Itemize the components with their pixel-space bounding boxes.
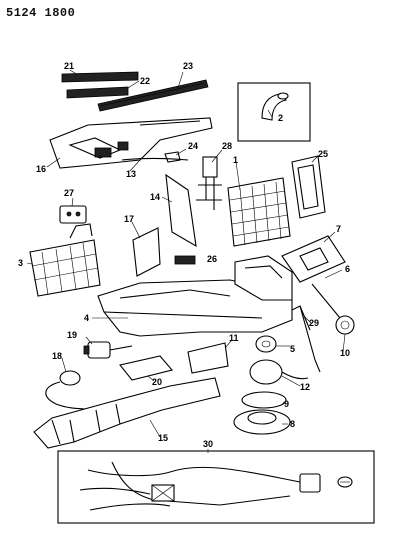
seal-strip-23: [97, 79, 209, 112]
seal-frame-25: [291, 155, 326, 219]
clip-24: [164, 151, 181, 163]
housing-cover-16: [49, 117, 213, 169]
evaporator-core-1: [227, 177, 291, 247]
callout-17: 17: [124, 214, 135, 224]
callout-4: 4: [84, 313, 90, 323]
callout-8: 8: [290, 419, 296, 429]
detail-inset-2: [237, 82, 311, 142]
bracket-29: [291, 305, 321, 373]
callout-27: 27: [64, 188, 75, 198]
blower-motor-12: [249, 359, 309, 385]
callout-22: 22: [140, 76, 151, 86]
bracket-17: [132, 227, 161, 277]
callout-10: 10: [340, 348, 351, 358]
blower-plate-7: [281, 235, 346, 283]
wiring-harness-30: [57, 450, 375, 524]
blower-wheel-5: [255, 335, 277, 353]
callout-24: 24: [188, 141, 199, 151]
callout-29: 29: [309, 318, 320, 328]
callout-7: 7: [336, 224, 342, 234]
callout-16: 16: [36, 164, 47, 174]
callout-9: 9: [284, 399, 290, 409]
callout-26: 26: [207, 254, 218, 264]
heater-core-3: [29, 223, 101, 297]
callout-12: 12: [300, 382, 311, 392]
callout-1: 1: [233, 155, 239, 165]
linkage-13: [121, 157, 189, 161]
callout-28: 28: [222, 141, 233, 151]
motor-mount-8: [233, 409, 291, 435]
actuator-27: [59, 205, 87, 224]
lower-duct-15: [33, 377, 221, 449]
duct-11: [187, 342, 229, 374]
callout-13: 13: [126, 169, 137, 179]
main-housing-4: [97, 255, 293, 337]
expansion-valve-28: [196, 156, 222, 210]
document-number: 5124 1800: [6, 6, 76, 20]
callout-15: 15: [158, 433, 169, 443]
callout-21: 21: [64, 61, 75, 71]
callout-20: 20: [152, 377, 163, 387]
callout-6: 6: [345, 264, 351, 274]
gasket-9: [241, 391, 287, 409]
callout-2: 2: [278, 113, 284, 123]
plate-14: [165, 173, 197, 248]
callout-30: 30: [203, 439, 214, 449]
plate-20: [119, 355, 173, 381]
seal-strip-21: [61, 71, 139, 83]
callout-19: 19: [67, 330, 78, 340]
callout-11: 11: [229, 333, 239, 343]
seal-strip-22: [66, 86, 129, 99]
callout-3: 3: [18, 258, 24, 268]
callout-18: 18: [52, 351, 63, 361]
callout-14: 14: [150, 192, 161, 202]
callout-5: 5: [290, 344, 296, 354]
leader-lines: [26, 69, 346, 453]
connector-26: [174, 255, 196, 265]
callout-23: 23: [183, 61, 194, 71]
callout-25: 25: [318, 149, 329, 159]
motor-19: [83, 341, 133, 359]
